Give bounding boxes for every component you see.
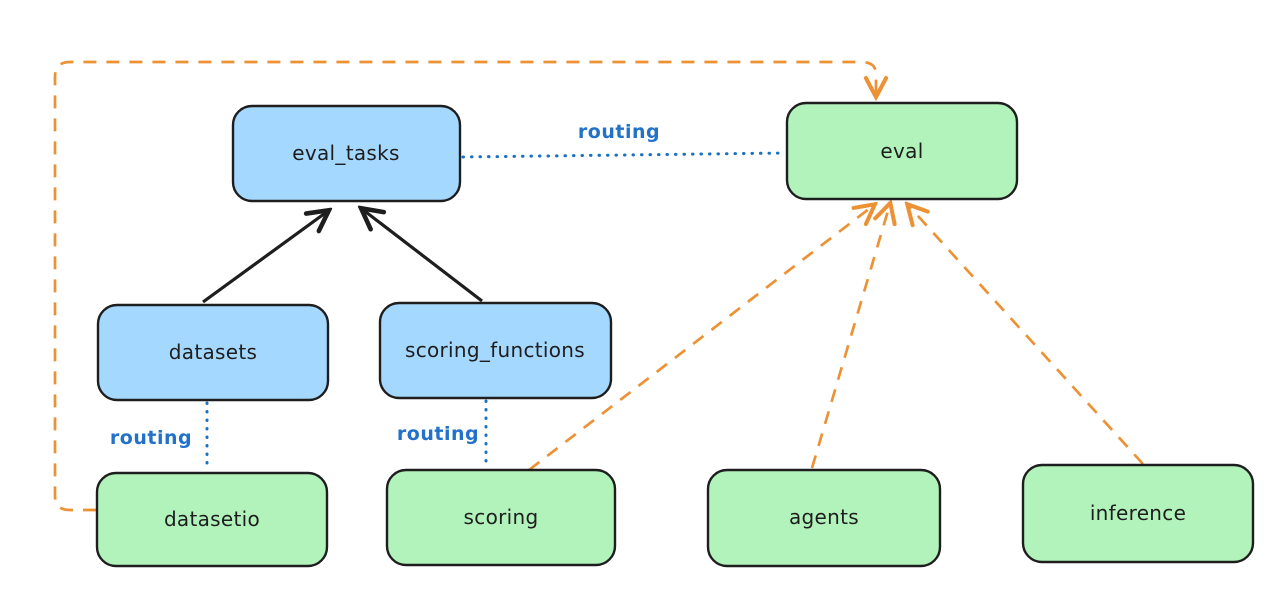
node-datasetio-box bbox=[95, 471, 329, 568]
routing-label-scoring: routing bbox=[397, 423, 479, 445]
node-agents-box bbox=[706, 468, 942, 568]
edge-inference-eval bbox=[908, 205, 1144, 465]
node-datasets-box bbox=[96, 303, 330, 402]
node-scoring-functions-box bbox=[378, 301, 613, 400]
node-agents-label: agents bbox=[789, 505, 859, 529]
node-inference-label: inference bbox=[1090, 501, 1186, 525]
edge-scoring-eval bbox=[528, 205, 874, 472]
node-scoring: scoring bbox=[385, 468, 617, 567]
node-scoring-functions-label: scoring_functions bbox=[405, 338, 585, 362]
edge-datasetio-eval-loop bbox=[53, 60, 876, 512]
node-datasetio: datasetio bbox=[95, 471, 329, 568]
node-eval-box bbox=[785, 101, 1019, 201]
routing-label-top: routing bbox=[578, 121, 660, 143]
routing-label-datasetio: routing bbox=[110, 427, 192, 449]
edge-evaltasks-eval-routing bbox=[461, 151, 787, 159]
node-inference-box bbox=[1021, 463, 1255, 564]
node-datasetio-label: datasetio bbox=[164, 507, 260, 531]
edge-scoringfunctions-evaltasks bbox=[362, 209, 483, 303]
node-eval-tasks: eval_tasks bbox=[231, 104, 462, 203]
node-scoring-box bbox=[385, 468, 617, 567]
node-scoring-label: scoring bbox=[464, 505, 539, 529]
edge-datasets-evaltasks bbox=[202, 211, 328, 304]
node-eval-tasks-label: eval_tasks bbox=[292, 141, 399, 165]
node-inference: inference bbox=[1021, 463, 1255, 564]
node-scoring-functions: scoring_functions bbox=[378, 301, 613, 400]
node-eval: eval bbox=[785, 101, 1019, 201]
node-eval-label: eval bbox=[880, 139, 923, 163]
node-datasets-label: datasets bbox=[169, 340, 257, 364]
node-eval-tasks-box bbox=[231, 104, 462, 203]
node-datasets: datasets bbox=[96, 303, 330, 402]
node-agents: agents bbox=[706, 468, 942, 568]
